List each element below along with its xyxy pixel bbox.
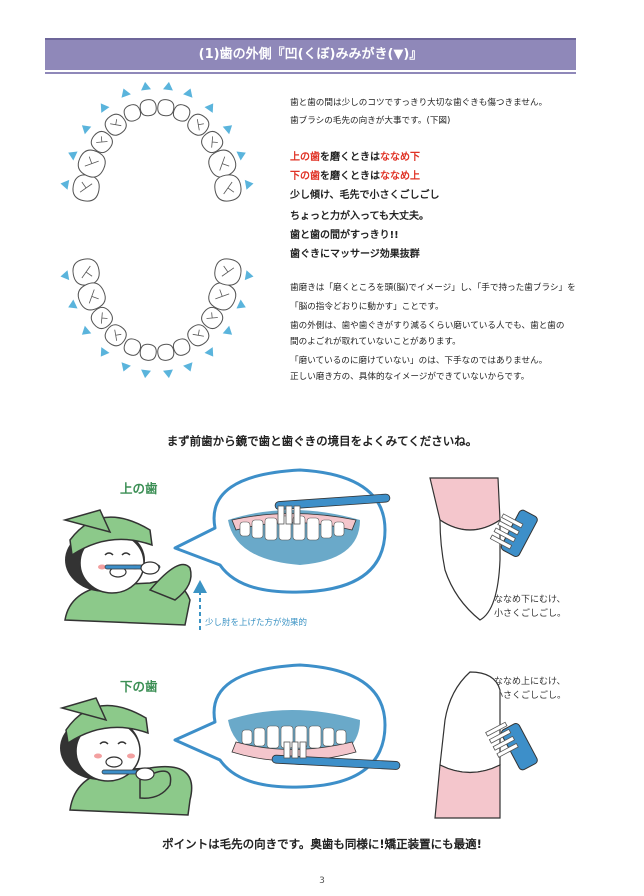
triangle-arrow-icon <box>60 270 70 281</box>
page-number: 3 <box>319 876 325 886</box>
triangle-arrow-icon <box>222 325 233 335</box>
tooth-icon <box>187 113 210 136</box>
point-6: 歯ぐきにマッサージ効果抜群 <box>290 249 420 260</box>
point-lower: 下の歯を磨くときはななめ上 <box>290 167 420 186</box>
lower-note-2: 小さくごしごし。 <box>494 691 567 701</box>
upper-note-2: 小さくごしごし。 <box>494 609 567 619</box>
upper-arch <box>72 99 242 202</box>
triangle-arrow-icon <box>81 125 92 135</box>
triangle-arrow-icon <box>183 88 193 98</box>
point-lower-em: ななめ上 <box>380 171 420 182</box>
tooth-icon <box>77 149 106 178</box>
triangle-arrow-icon <box>222 125 233 135</box>
upper-note-1: ななめ下にむけ、 <box>494 595 566 605</box>
tooth-icon <box>214 174 242 202</box>
header-underline <box>45 72 576 74</box>
triangle-arrow-icon <box>204 347 214 357</box>
point-lower-suffix: を磨くときは <box>320 171 380 182</box>
point-upper-suffix: を磨くときは <box>320 152 380 163</box>
triangle-arrow-icon <box>68 151 78 161</box>
triangle-arrow-icon <box>121 88 131 98</box>
explanation-line-1: 歯磨きは「磨くところを頭(脳)でイメージ」し、「手で持った歯ブラシ」を <box>290 283 576 293</box>
tooth-icon <box>157 99 175 117</box>
triangle-arrow-icon <box>100 103 110 113</box>
triangle-arrows <box>60 81 254 379</box>
tooth-icon <box>104 113 127 136</box>
point-lower-prefix: 下の歯 <box>290 171 320 182</box>
tooth-icon <box>172 104 191 122</box>
elbow-note: 少し肘を上げた方が効果的 <box>205 618 308 628</box>
triangle-arrow-icon <box>81 325 92 335</box>
point-upper: 上の歯を磨くときはななめ下 <box>290 148 420 167</box>
tooth-icon <box>139 343 157 361</box>
tooth-icon <box>172 338 191 356</box>
triangle-arrow-icon <box>163 81 173 91</box>
tooth-icon <box>201 130 224 154</box>
point-upper-prefix: 上の歯 <box>290 152 320 163</box>
explanation-line-2: 「脳の指令どおりに動かす」ことです。 <box>290 302 444 312</box>
tooth-icon <box>90 130 113 154</box>
footer-point: ポイントは毛先の向きです。奥歯も同様に!矯正装置にも最適! <box>162 837 482 851</box>
explanation-line-5: 「磨いているのに磨けていない」のは、下手なのではありません。 <box>290 356 548 366</box>
tooth-icon <box>157 343 175 361</box>
point-3: 少し傾け、毛先で小さくごしごし <box>290 190 440 201</box>
triangle-arrow-icon <box>244 270 254 281</box>
triangle-arrow-icon <box>204 103 214 113</box>
tooth-icon <box>72 174 100 202</box>
intro-line-1: 歯と歯の間は少しのコツですっきり大切な歯ぐきも傷つきません。 <box>290 98 548 108</box>
tooth-icon <box>201 306 224 330</box>
section-title: (1)歯の外側『凹(くぼ)みみがき(▼)』 <box>45 38 576 70</box>
triangle-arrow-icon <box>236 151 246 161</box>
triangle-arrow-icon <box>141 369 151 379</box>
sub-heading: まず前歯から鏡で歯と歯ぐきの境目をよくみてくださいね。 <box>166 434 478 448</box>
intro-line-2: 歯ブラシの毛先の向きが大事です。(下図) <box>290 116 451 126</box>
point-upper-em: ななめ下 <box>380 152 420 163</box>
point-4: ちょっと力が入っても大丈夫。 <box>290 211 429 222</box>
triangle-arrow-icon <box>141 81 151 91</box>
tooth-icon <box>139 99 157 117</box>
tooth-icon <box>90 306 113 330</box>
tooth-icon <box>208 282 237 311</box>
lower-arch <box>72 258 242 361</box>
lower-note-1: ななめ上にむけ、 <box>494 677 566 687</box>
point-5: 歯と歯の間がすっきり!! <box>290 230 399 241</box>
tooth-icon <box>123 104 142 122</box>
triangle-arrow-icon <box>163 369 173 379</box>
tooth-icon <box>214 258 242 286</box>
triangle-arrow-icon <box>60 179 70 190</box>
tooth-icon <box>77 282 106 311</box>
triangle-arrow-icon <box>236 299 246 309</box>
explanation-line-3: 歯の外側は、歯や歯ぐきがすり減るくらい磨いている人でも、歯と歯の <box>290 321 565 331</box>
tooth-icon <box>104 324 127 347</box>
triangle-arrow-icon <box>100 347 110 357</box>
triangle-arrow-icon <box>244 179 254 190</box>
explanation-line-4: 間のよごれが取れていないことがあります。 <box>290 337 461 347</box>
triangle-arrow-icon <box>121 362 131 372</box>
tooth-icon <box>187 324 210 347</box>
explanation-line-6: 正しい磨き方の、具体的なイメージができていないからです。 <box>290 372 530 382</box>
lower-label: 下の歯 <box>120 679 158 694</box>
upper-label: 上の歯 <box>120 481 158 496</box>
tooth-icon <box>123 338 142 356</box>
triangle-arrow-icon <box>68 299 78 309</box>
triangle-arrow-icon <box>183 362 193 372</box>
